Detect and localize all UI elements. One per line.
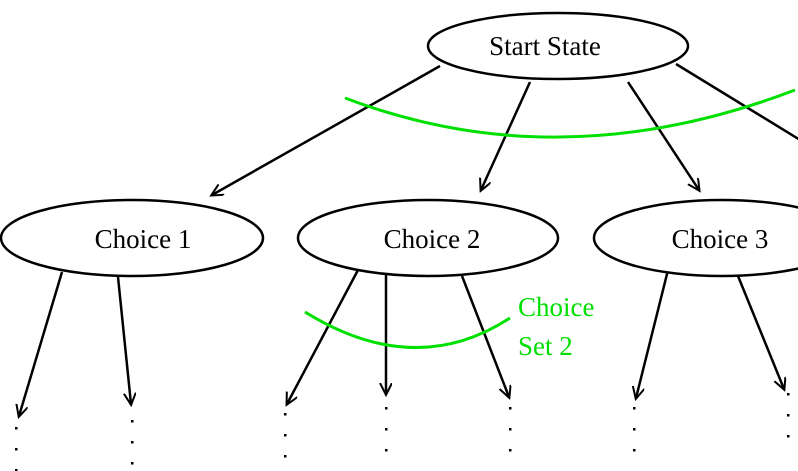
ellipsis-dot — [284, 455, 287, 458]
ellipsis-dot — [284, 434, 287, 437]
edge-root-choice3 — [626, 81, 699, 190]
edge-choice2-child — [287, 269, 360, 404]
ellipsis-dot — [633, 449, 636, 452]
node-start-state: Start State — [426, 11, 690, 81]
edge-root-offscreen — [675, 62, 798, 141]
ellipsis-dot — [131, 441, 134, 444]
choice-set-2-label-line2: Set 2 — [518, 331, 573, 361]
ellipsis-dot — [131, 420, 134, 423]
ellipsis-dot — [385, 449, 388, 452]
node-label: Start State — [489, 31, 601, 61]
ellipsis-dot — [633, 407, 636, 410]
edge-choice1-child — [19, 271, 64, 416]
ellipsis-dot — [385, 428, 388, 431]
ellipsis-dot — [385, 407, 388, 410]
node-label: Choice 3 — [672, 224, 769, 254]
edge-choice3-child — [636, 269, 670, 398]
ellipsis-dot — [15, 469, 18, 471]
node-label: Choice 2 — [384, 224, 481, 254]
choice-set-2-arc — [304, 310, 511, 349]
ellipsis-dot — [787, 435, 790, 438]
node-choice-3: Choice 3 — [592, 198, 798, 278]
ellipsis-dot — [509, 407, 512, 410]
ellipsis-dot — [15, 427, 18, 430]
node-choice-1: Choice 1 — [0, 198, 265, 278]
continuation-ellipses — [15, 393, 790, 471]
ellipsis-dot — [509, 449, 512, 452]
edge-root-choice1 — [212, 64, 441, 195]
ellipsis-dot — [131, 462, 134, 465]
node-label: Choice 1 — [95, 224, 192, 254]
ellipsis-dot — [284, 413, 287, 416]
ellipsis-dot — [787, 393, 790, 396]
ellipsis-dot — [787, 414, 790, 417]
ellipsis-dot — [633, 428, 636, 431]
choice-set-1-arc — [344, 88, 796, 139]
choice-set-2-label-line1: Choice — [518, 292, 594, 322]
ellipsis-dot — [15, 448, 18, 451]
node-choice-2: Choice 2 — [296, 198, 560, 278]
edge-choice2-child — [460, 275, 509, 397]
edge-choice1-child — [116, 276, 131, 404]
edge-choice3-child — [736, 275, 784, 389]
ellipsis-dot — [509, 428, 512, 431]
